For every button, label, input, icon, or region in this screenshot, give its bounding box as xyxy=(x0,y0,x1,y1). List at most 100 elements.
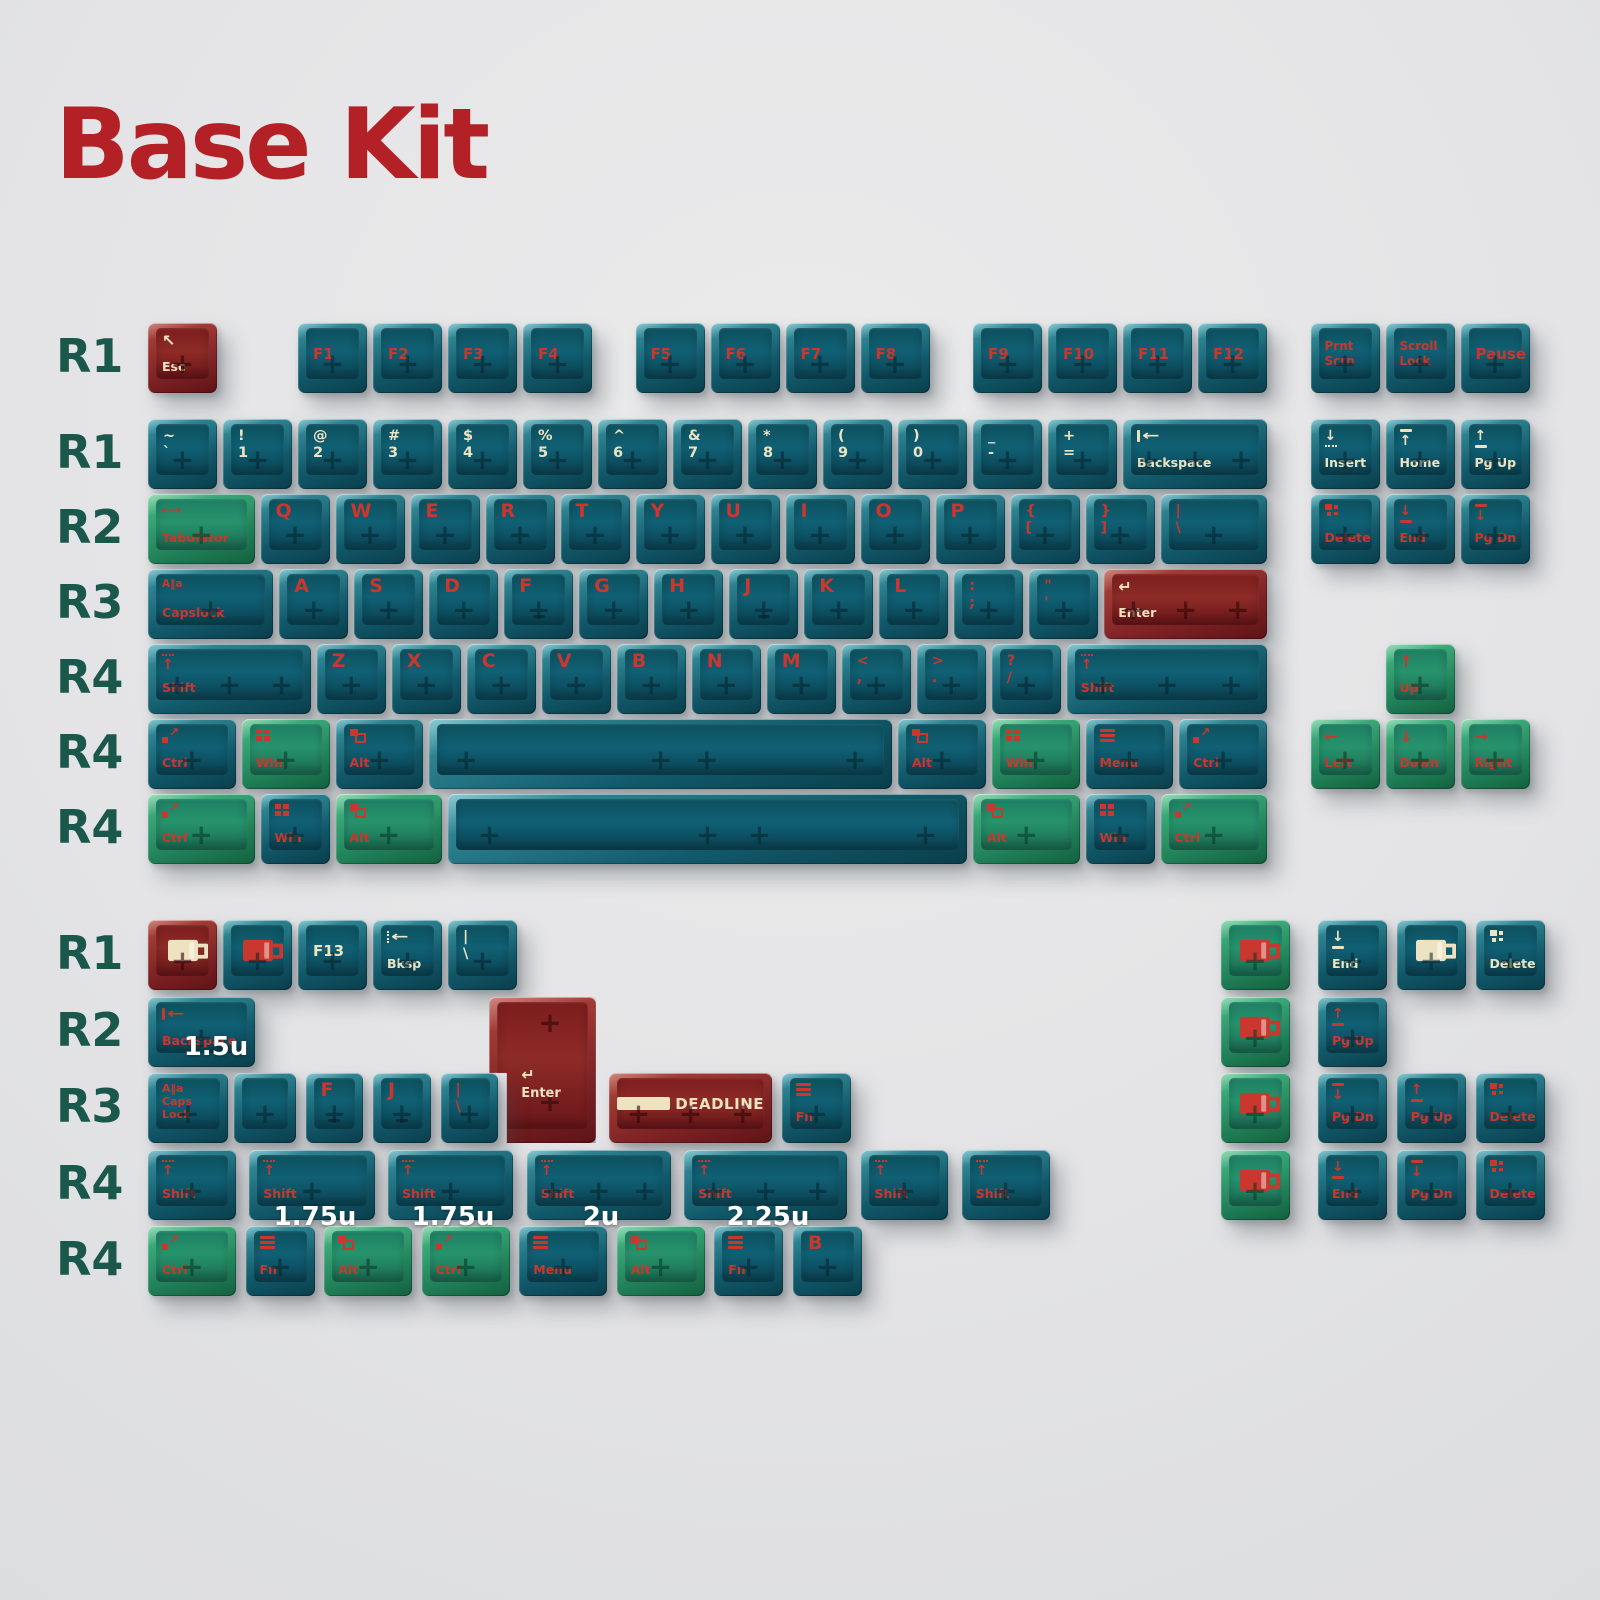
menu-icon xyxy=(533,1236,549,1249)
key-legend: J xyxy=(388,1079,396,1101)
keycap-d: D+ xyxy=(429,569,499,639)
alt-icon xyxy=(987,804,1003,818)
key-legend: Fn xyxy=(728,1261,746,1277)
homing-bar xyxy=(395,1119,408,1122)
key-legend: I xyxy=(800,500,808,522)
keycap-top: B xyxy=(624,649,678,700)
keycap-top: |\ xyxy=(456,925,509,976)
keycap-enter: ++↵Enter xyxy=(489,997,596,1143)
key-legend: Alt xyxy=(349,829,370,845)
keycap-top: U xyxy=(718,499,772,550)
keycap-top: F6 xyxy=(718,328,772,379)
keycap--: }]+ xyxy=(1085,494,1155,564)
key-legend: Ctrl xyxy=(162,1261,188,1277)
keycap-ctrl: ↗Ctrl+ xyxy=(148,794,255,864)
key-legend: L xyxy=(894,575,907,597)
keycap-up: ↑Up+ xyxy=(1385,644,1455,714)
keycap--: #3+ xyxy=(373,419,442,489)
keycap--: (9+ xyxy=(823,419,892,489)
keycap-f: F+ xyxy=(504,569,574,639)
key-legend: F12 xyxy=(1213,344,1245,363)
keycap-f3: F3+ xyxy=(448,323,517,393)
keycap-top: R xyxy=(493,499,547,550)
keycap-c: C+ xyxy=(466,644,536,714)
keycap-top: Fn xyxy=(253,1231,307,1282)
keycap--: )0+ xyxy=(898,419,967,489)
keycap-i: I+ xyxy=(785,494,855,564)
alt-icon xyxy=(349,804,366,818)
keycap-shift: ↑Shift+ xyxy=(860,1150,949,1220)
backspace-icon: ← xyxy=(1137,429,1160,443)
row-label: R1 xyxy=(56,425,124,479)
homing-bar xyxy=(328,1119,341,1122)
keycap-f9: F9+ xyxy=(973,323,1042,393)
row-label: R2 xyxy=(56,1003,124,1057)
key-legend: Shift xyxy=(975,1185,1010,1201)
shift-icon: ↑ xyxy=(874,1160,887,1178)
keycap-menu: Menu+ xyxy=(1085,719,1174,789)
keycap-top: P xyxy=(943,499,997,550)
keycap--: |\+ xyxy=(448,920,517,990)
keycap-shift: ↑Shift+ xyxy=(249,1150,375,1220)
mug-icon xyxy=(242,939,283,962)
menu-icon xyxy=(795,1083,811,1096)
keycap--: :;+ xyxy=(954,569,1024,639)
keycap-f8: F8+ xyxy=(860,323,930,393)
keycap-top: F1 xyxy=(306,328,359,379)
row-label: R3 xyxy=(56,575,124,629)
keycap-pg-dn: ↓Pg Dn+ xyxy=(1318,1073,1387,1143)
esc-icon: ↖ xyxy=(162,331,176,350)
keycap-top: N xyxy=(699,649,753,700)
keycap-bksp: ←Bksp+ xyxy=(373,920,442,990)
key-legend: C xyxy=(481,650,496,672)
keycap-top: Delete xyxy=(1318,499,1372,550)
keycap-top: (9 xyxy=(831,424,884,475)
keycap-top: Z xyxy=(324,649,378,700)
key-legend: B xyxy=(808,1232,823,1254)
keycap-top: ?/ xyxy=(999,649,1053,700)
end-icon: ↓ xyxy=(1332,930,1344,949)
deadline-bar xyxy=(617,1097,671,1110)
keycap-top xyxy=(437,724,884,775)
keycap-top: Menu xyxy=(527,1231,599,1282)
keycap-top: <, xyxy=(849,649,903,700)
keycap--: &7+ xyxy=(673,419,742,489)
keycap-top: ↑ Shift xyxy=(868,1155,941,1206)
mug-icon xyxy=(167,939,208,962)
keycap-n: N+ xyxy=(691,644,761,714)
keycap-esc: ↖Esc+ xyxy=(148,323,217,393)
key-legend: P xyxy=(950,500,965,522)
shift-icon: ↑ xyxy=(162,1160,174,1178)
key-legend: |\ xyxy=(463,929,469,963)
keycap-g: G+ xyxy=(579,569,649,639)
keycap-z: Z+ xyxy=(316,644,386,714)
keycap-top: Alt xyxy=(332,1231,404,1282)
mug-icon xyxy=(1240,1169,1280,1192)
key-legend: W xyxy=(350,500,372,522)
delete-icon xyxy=(1489,930,1505,944)
keycap-top: ↗Ctrl xyxy=(429,1231,502,1282)
key-legend: }] xyxy=(1100,503,1111,537)
keycap-top: J xyxy=(737,574,791,625)
row-label: R4 xyxy=(56,650,124,704)
keycap-delete: Delete+ xyxy=(1475,920,1545,990)
key-legend: {[ xyxy=(1025,503,1036,537)
keycap-top: W xyxy=(343,499,397,550)
keycap-top: ↗Ctrl xyxy=(156,724,228,775)
keycap-top: O xyxy=(868,499,922,550)
key-legend: Ctrl xyxy=(1174,829,1201,845)
key-legend: Shift xyxy=(874,1185,909,1201)
key-legend: Win xyxy=(1005,754,1033,770)
keycap-top: Pause xyxy=(1468,328,1526,379)
keycap--: _-+ xyxy=(973,419,1042,489)
row-label: R3 xyxy=(56,1079,124,1133)
